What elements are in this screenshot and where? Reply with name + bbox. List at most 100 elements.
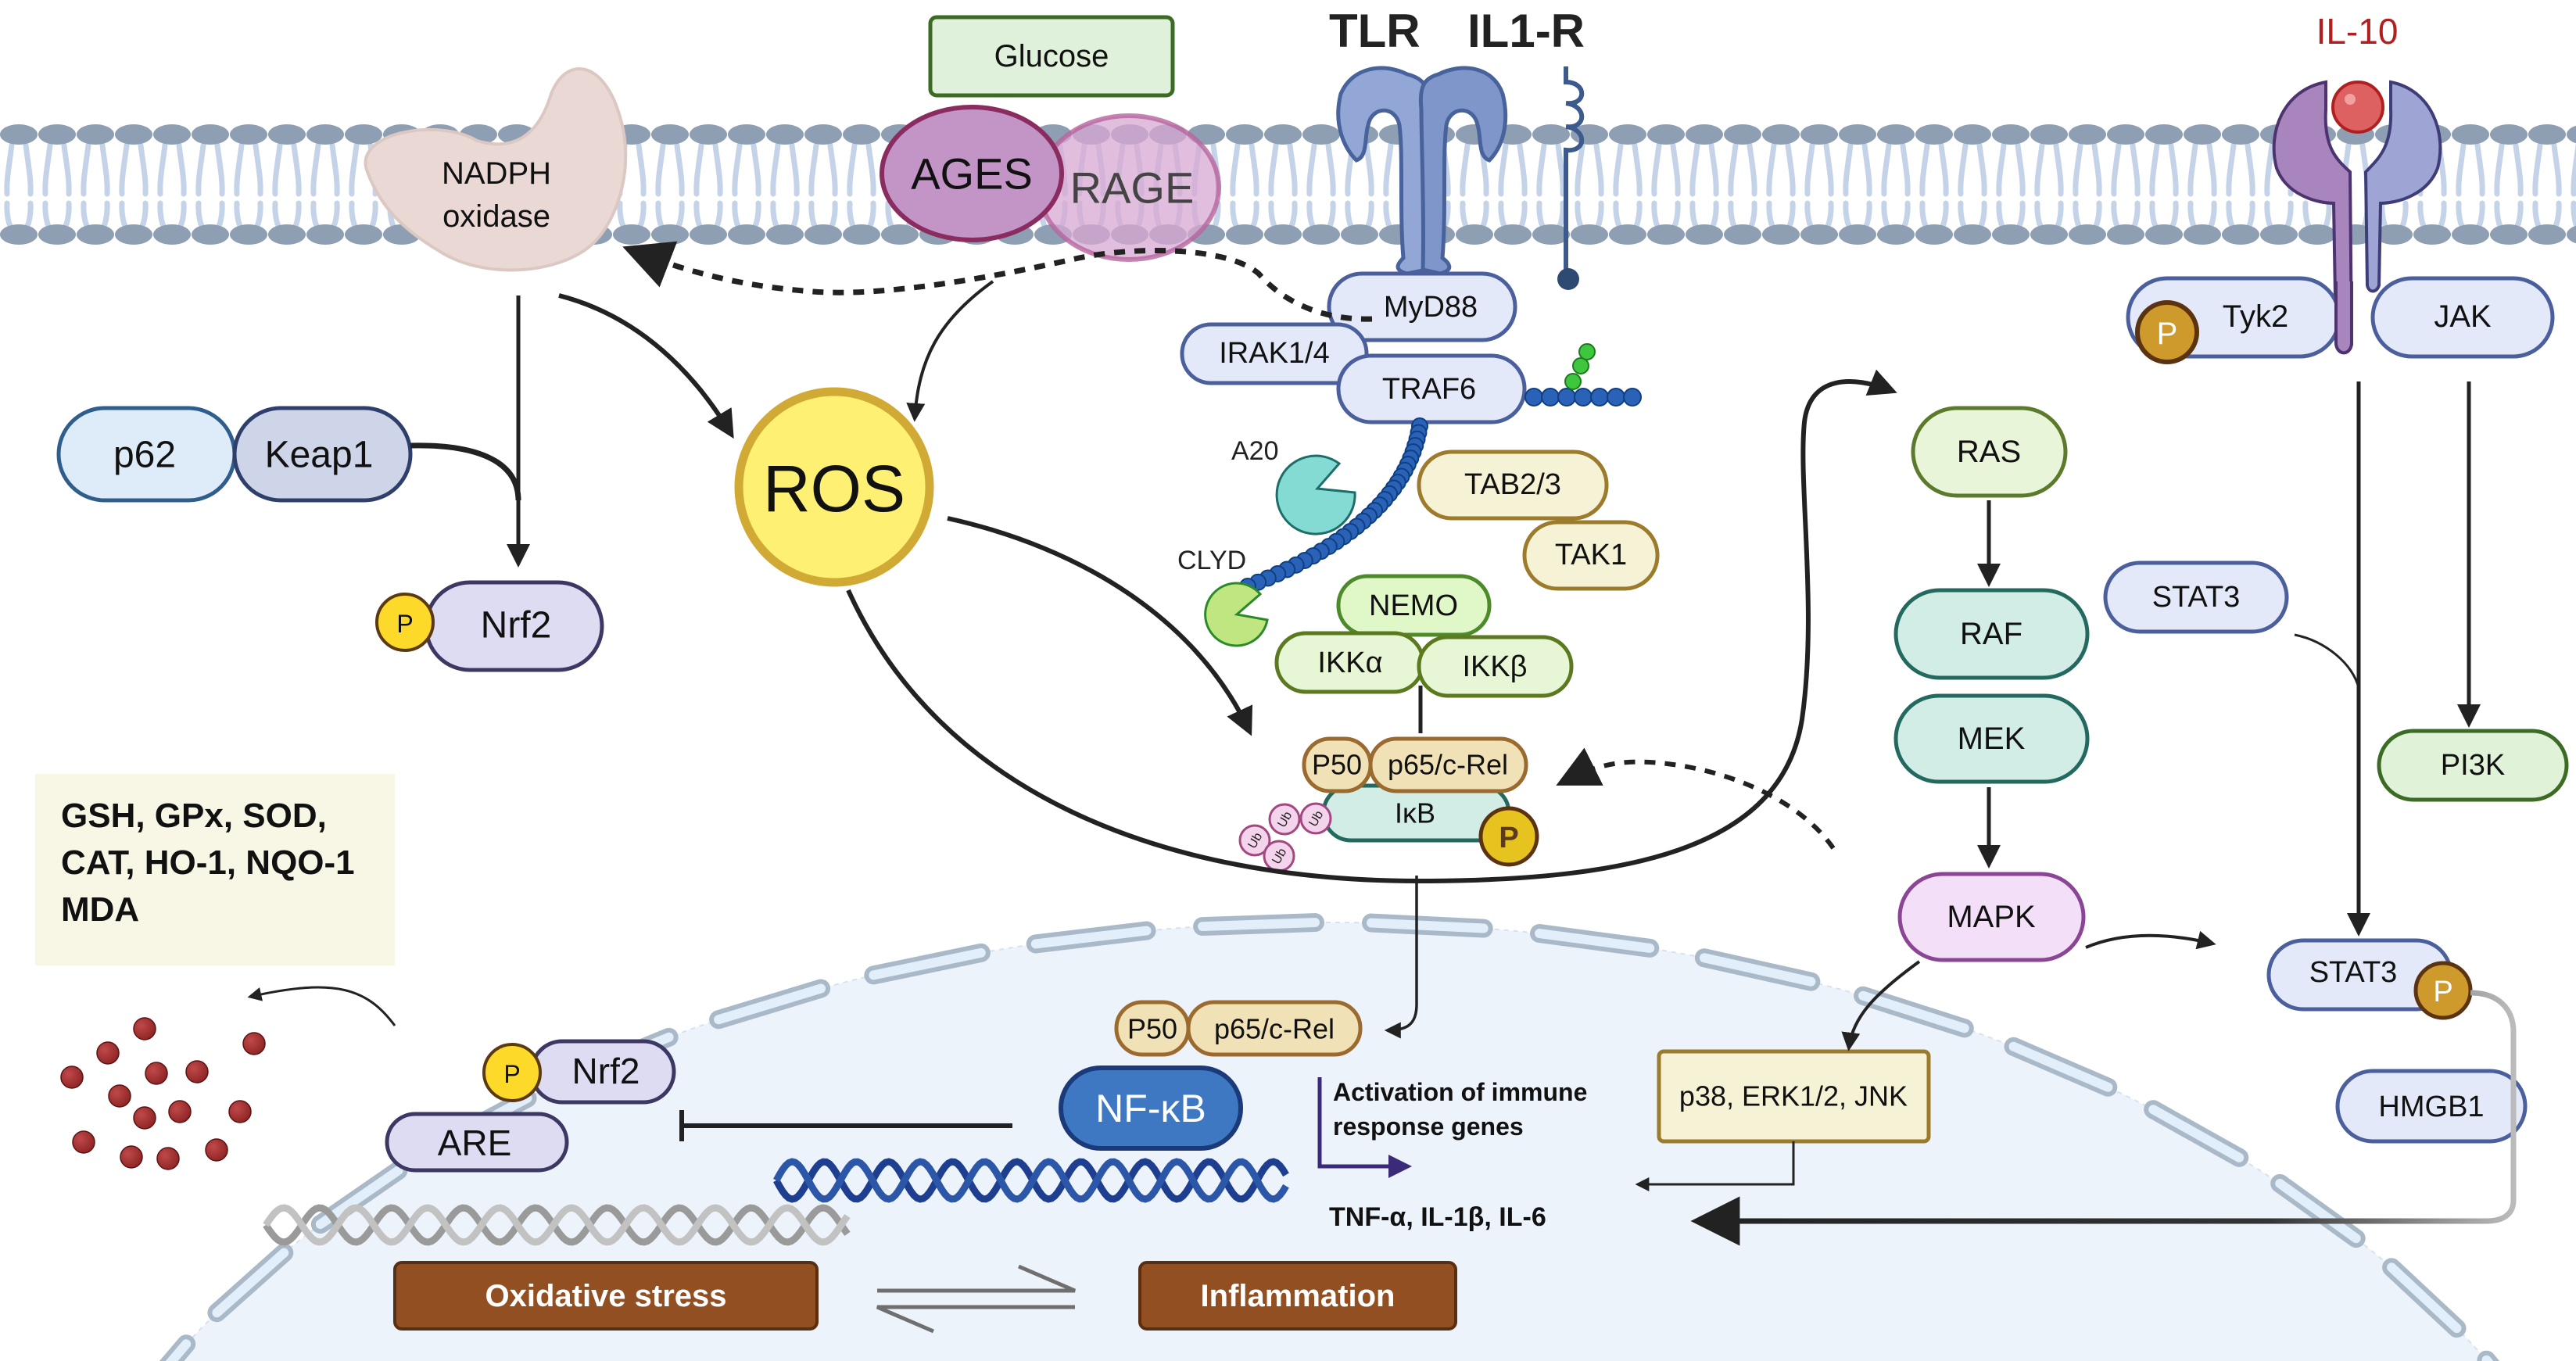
p50-node-nuc[interactable]: P50 <box>1114 1000 1191 1057</box>
ubiquitin-bead <box>1590 388 1609 407</box>
lipid-tail <box>2456 142 2467 197</box>
lipid-head <box>2222 124 2259 145</box>
lipid-head <box>1800 224 1838 245</box>
lipid-head <box>1724 224 1761 245</box>
irak-node[interactable]: IRAK1/4 <box>1180 322 1369 385</box>
il10-label: IL-10 <box>2316 11 2399 52</box>
nadph-oxidase[interactable]: NADPH oxidase <box>364 67 628 272</box>
lipid-tail <box>1555 142 1566 197</box>
tlr-receptor[interactable] <box>1336 66 1508 276</box>
lipid-tail <box>1230 200 1241 231</box>
oxidative-stress-box[interactable]: Oxidative stress <box>393 1261 819 1331</box>
lipid-tail <box>1843 142 1854 197</box>
ros-node[interactable]: ROS <box>734 387 934 587</box>
arrow-nucleus-antioxidants <box>247 986 396 1026</box>
nuclear-pore-inner <box>212 1248 289 1318</box>
lipid-tail <box>329 142 340 197</box>
lipid-head <box>230 124 267 145</box>
glucose-box[interactable]: Glucose <box>928 15 1175 98</box>
lipid-tail <box>1536 142 1547 197</box>
ages-ligand[interactable]: AGES <box>880 105 1064 242</box>
ikka-node[interactable]: IKKα <box>1274 631 1425 694</box>
p38-erk-jnk-box[interactable]: p38, ERK1/2, JNK <box>1657 1049 1931 1144</box>
lipid-tail <box>2513 200 2524 231</box>
a20-enzyme[interactable] <box>1275 454 1356 535</box>
traf6-node[interactable]: TRAF6 <box>1336 353 1527 424</box>
jak-node[interactable]: JAK <box>2370 276 2555 359</box>
ros-particle <box>185 1060 209 1083</box>
lipid-tail <box>2551 200 2562 231</box>
lipid-tail <box>291 200 302 231</box>
lipid-head <box>2107 224 2144 245</box>
jak-label: JAK <box>2434 299 2492 334</box>
lipid-head <box>766 124 804 145</box>
lipid-tail <box>1230 142 1241 197</box>
lipid-tail <box>4 200 15 231</box>
il10-receptor[interactable] <box>2272 80 2442 355</box>
lipid-tail <box>2149 200 2160 231</box>
lipid-head <box>2375 224 2413 245</box>
nfkb-node[interactable]: NF-κB <box>1059 1066 1243 1151</box>
nrf2-node-nuc[interactable]: Nrf2 <box>529 1039 676 1105</box>
lipid-tail <box>1728 200 1739 231</box>
lipid-head <box>1839 224 1876 245</box>
lipid-head <box>690 124 727 145</box>
lipid-tail <box>2168 200 2179 231</box>
svg-text:Nrf2: Nrf2 <box>572 1051 640 1091</box>
lipid-tail <box>2053 142 2064 197</box>
a20-label: A20 <box>1231 436 1279 466</box>
lipid-head <box>1954 224 1991 245</box>
lipid-tail <box>1996 200 2007 231</box>
p50-node-cyto[interactable]: P50 <box>1302 736 1373 793</box>
ras-node[interactable]: RAS <box>1911 406 2068 498</box>
lipid-tail <box>808 142 819 197</box>
p65-node-nuc[interactable]: p65/c-Rel <box>1186 1000 1363 1057</box>
lipid-tail <box>2034 200 2045 231</box>
nemo-node[interactable]: NEMO <box>1336 574 1492 637</box>
nrf2-node-cyto[interactable]: Nrf2 <box>424 580 604 672</box>
lipid-tail <box>2226 200 2237 231</box>
raf-node[interactable]: RAF <box>1893 588 2090 680</box>
dna-helix-nrf2 <box>263 1204 851 1246</box>
rage-receptor[interactable]: RAGE <box>1037 113 1221 262</box>
lipid-head <box>804 224 842 245</box>
pi3k-node[interactable]: PI3K <box>2377 729 2569 802</box>
hmgb1-node[interactable]: HMGB1 <box>2335 1069 2528 1144</box>
lipid-head <box>2030 124 2068 145</box>
equilibrium-arrows <box>876 1264 1076 1334</box>
lipid-tail <box>827 200 838 231</box>
stat3-node-top[interactable]: STAT3 <box>2103 561 2289 634</box>
tab23-node[interactable]: TAB2/3 <box>1417 449 1609 521</box>
svg-text:HMGB1: HMGB1 <box>2378 1091 2484 1123</box>
lipid-tail <box>1363 142 1374 197</box>
lipid-tail <box>1708 200 1719 231</box>
lipid-tail <box>42 200 53 231</box>
tak1-node[interactable]: TAK1 <box>1522 520 1660 591</box>
inflammation-box[interactable]: Inflammation <box>1138 1261 1457 1331</box>
mapk-node[interactable]: MAPK <box>1897 872 2086 962</box>
lipid-tail <box>1249 142 1259 197</box>
lipid-tail <box>1517 142 1528 197</box>
lipid-tail <box>1785 200 1796 231</box>
lipid-tail <box>1938 142 1949 197</box>
ikkb-node[interactable]: IKKβ <box>1417 635 1574 698</box>
nuclear-pore-inner <box>2275 1178 2361 1244</box>
lipid-tail <box>81 142 91 197</box>
p65-node-cyto[interactable]: p65/c-Rel <box>1368 736 1528 793</box>
lipid-tail <box>1823 200 1834 231</box>
keap1-node[interactable]: Keap1 <box>232 406 413 503</box>
myd88-node[interactable]: MyD88 <box>1327 271 1517 342</box>
clyd-enzyme[interactable] <box>1204 582 1269 647</box>
ros-particle <box>60 1066 84 1089</box>
lipid-tail <box>2187 142 2198 197</box>
lipid-tail <box>674 142 685 197</box>
are-node[interactable]: ARE <box>385 1112 569 1173</box>
mek-node[interactable]: MEK <box>1893 693 2090 784</box>
p62-node[interactable]: p62 <box>56 406 237 503</box>
lipid-tail <box>349 200 360 231</box>
lipid-head <box>0 124 38 145</box>
lipid-head <box>1877 124 1915 145</box>
il1r-receptor[interactable] <box>1557 66 1585 290</box>
ubiquitin-bead <box>1557 388 1576 407</box>
lipid-tail <box>2245 200 2255 231</box>
